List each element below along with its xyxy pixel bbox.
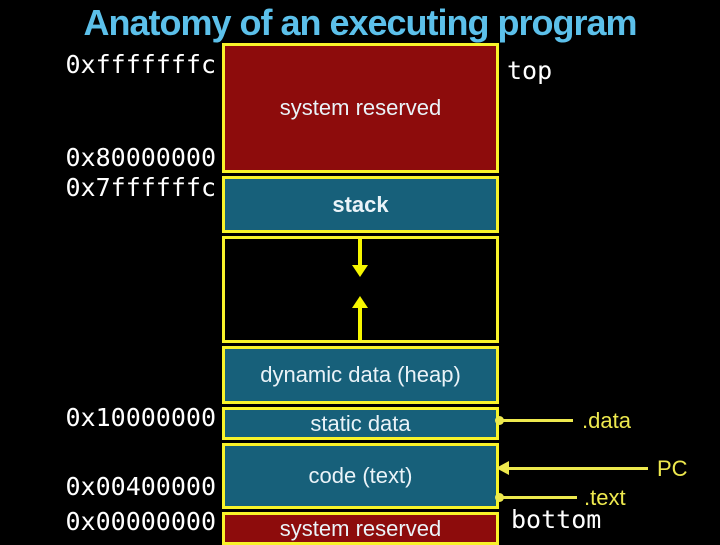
text-section-label: .text (584, 485, 626, 510)
bottom-marker-label: bottom (511, 505, 602, 534)
region-heap: dynamic data (heap) (222, 346, 499, 404)
top-marker-label: top (507, 56, 553, 85)
free-space-region (222, 236, 499, 343)
region-system-reserved-bottom: system reserved (222, 512, 499, 545)
data-section-label: .data (582, 408, 631, 433)
region-system-reserved-top: system reserved (222, 43, 499, 173)
address-label-00000000: 0x00000000 (65, 507, 216, 536)
text-section-connector-line (499, 496, 577, 499)
region-label: system reserved (279, 515, 442, 541)
address-label-fffffffc: 0xfffffffc (65, 50, 216, 79)
region-label: code (text) (308, 463, 413, 488)
region-code: code (text) (222, 443, 499, 509)
region-stack: stack (222, 176, 499, 233)
region-label: static data (310, 410, 411, 436)
pc-arrow-icon (496, 461, 509, 475)
address-label-10000000: 0x10000000 (65, 403, 216, 432)
region-label: stack (332, 191, 389, 217)
address-label-7ffffffc: 0x7ffffffc (65, 173, 216, 202)
pc-pointer-line (508, 467, 648, 470)
address-label-80000000: 0x80000000 (65, 143, 216, 172)
address-label-00400000: 0x00400000 (65, 472, 216, 501)
region-label: dynamic data (heap) (260, 362, 461, 387)
pc-label: PC (657, 456, 688, 481)
region-label: system reserved (279, 95, 442, 120)
region-static-data: static data (222, 407, 499, 440)
data-section-connector-line (499, 419, 573, 422)
slide-title: Anatomy of an executing program (83, 2, 637, 43)
